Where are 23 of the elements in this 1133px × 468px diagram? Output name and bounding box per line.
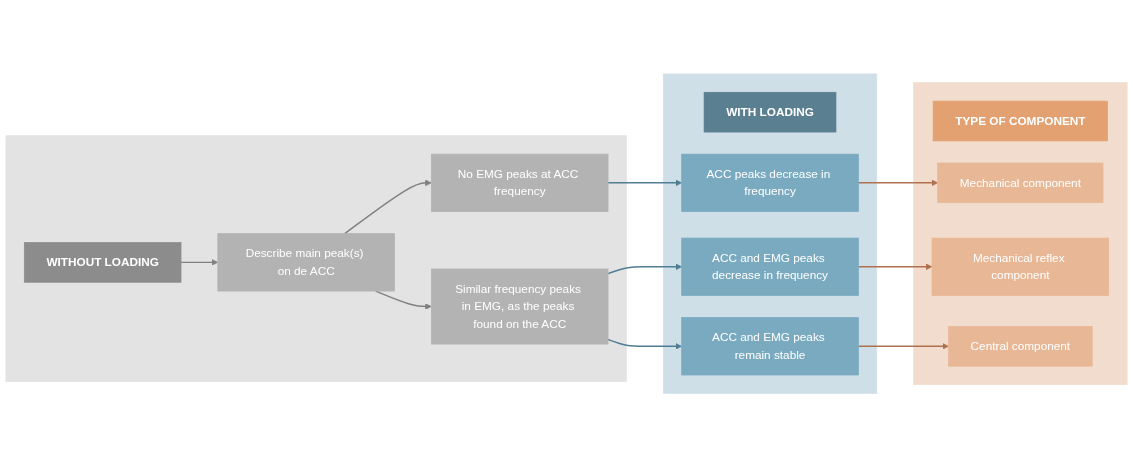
- node-box: Mechanical component: [937, 162, 1104, 204]
- node-box: Similar frequency peaks in EMG, as the peaks found on the ACC: [431, 268, 609, 345]
- node-box: TYPE OF COMPONENT: [932, 101, 1108, 142]
- arrow: [607, 179, 682, 187]
- arrow: [344, 179, 432, 235]
- node-box: WITHOUT LOADING: [23, 242, 182, 283]
- cluster: [5, 135, 627, 383]
- node-box: Mechanical reflex component: [931, 238, 1110, 297]
- node-box: WITH LOADING: [703, 92, 837, 133]
- node-box: ACC peaks decrease in frequency: [681, 154, 859, 213]
- node-box: Central component: [948, 326, 1093, 367]
- arrow: [857, 263, 933, 271]
- arrow: [857, 179, 938, 187]
- arrow: [857, 343, 949, 350]
- cluster: [913, 82, 1128, 386]
- node-box: ACC and EMG peaks decrease in frequency: [681, 238, 859, 297]
- node-box: No EMG peaks at ACC frequency: [431, 154, 609, 213]
- cluster: [662, 73, 878, 395]
- node-box: Describe main peak(s) on de ACC: [217, 233, 395, 292]
- arrow: [607, 263, 682, 275]
- node-box: ACC and EMG peaks remain stable: [681, 317, 859, 376]
- arrow: [180, 259, 219, 266]
- arrow: [607, 339, 682, 350]
